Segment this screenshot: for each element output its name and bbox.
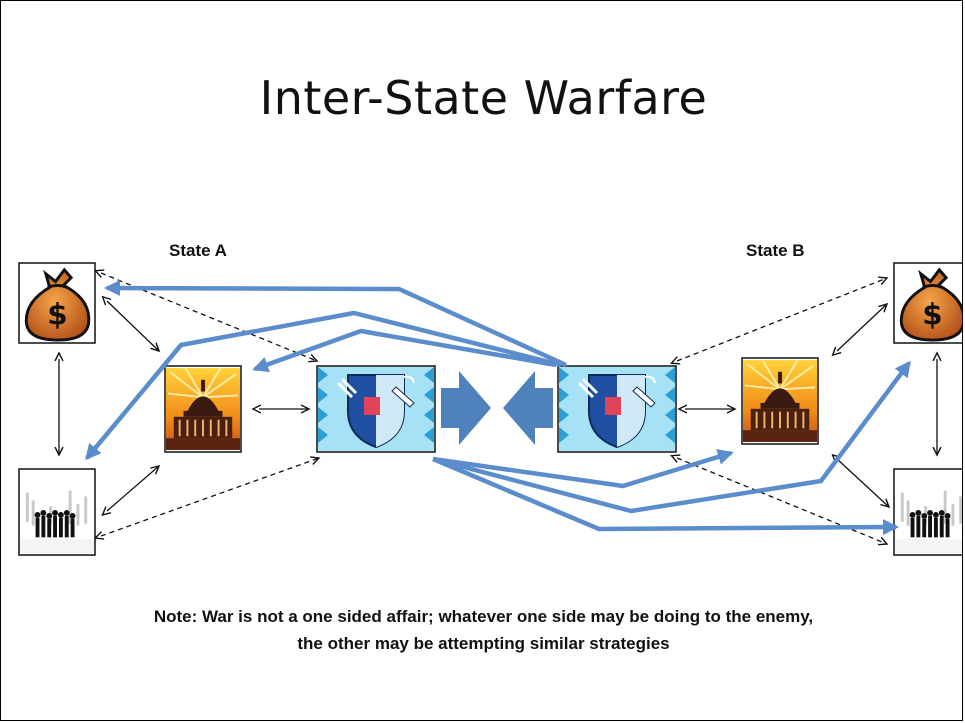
slide-title: Inter-State Warfare	[259, 71, 708, 125]
influence-arrows-b-to-a	[85, 280, 567, 461]
influence-arrows-a-to-b	[432, 360, 911, 536]
state-a-government-node	[164, 365, 242, 453]
state-b-military-node	[557, 365, 677, 453]
block-arrow-right	[441, 371, 491, 445]
footnote: Note: War is not a one sided affair; wha…	[61, 603, 906, 657]
state-b-government-node	[741, 357, 819, 445]
state-a-people-node	[18, 468, 96, 556]
state-b-money-node	[893, 262, 962, 344]
state-b-people-node	[893, 468, 962, 556]
state-b-label: State B	[746, 241, 805, 260]
block-arrow-left	[503, 371, 553, 445]
state-a-label: State A	[169, 241, 227, 260]
state-a-money-node	[18, 262, 96, 344]
footnote-line-2: the other may be attempting similar stra…	[297, 634, 670, 653]
state-a-military-node	[316, 365, 436, 453]
state-b-connectors	[677, 278, 937, 544]
footnote-line-1: Note: War is not a one sided affair; wha…	[153, 607, 814, 626]
